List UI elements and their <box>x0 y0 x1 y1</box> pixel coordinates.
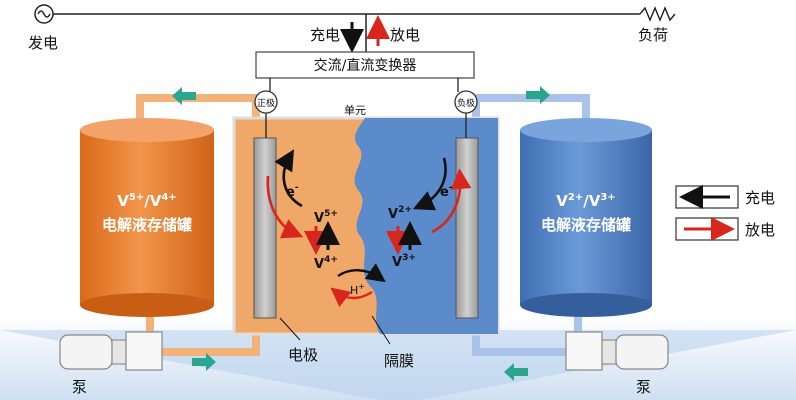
right-electron-label: e- <box>440 183 453 200</box>
right-electron-black-arrow <box>412 157 447 211</box>
positive-pole-gauge <box>254 90 278 114</box>
v3-label: V3+ <box>392 253 416 270</box>
right-pump <box>565 331 669 371</box>
converter-box <box>255 51 475 79</box>
negative-pole-gauge <box>454 90 478 114</box>
converter-label: 交流/直流变换器 <box>314 57 417 74</box>
left-electron-label: e- <box>286 183 299 200</box>
membrane-label: 隔膜 <box>384 352 414 370</box>
flow-arrow-bottom-left <box>192 353 216 371</box>
legend-discharge-label: 放电 <box>745 221 775 239</box>
legend-charge-label: 充电 <box>745 189 775 207</box>
left-pump <box>59 331 163 371</box>
right-electrode <box>455 137 479 319</box>
left-top-pipe <box>136 94 260 128</box>
left-electrode <box>253 137 277 319</box>
generator-label: 发电 <box>28 34 58 52</box>
left-electron-red-arrow <box>266 175 304 239</box>
legend <box>675 185 739 241</box>
v4-label: V4+ <box>314 255 338 272</box>
generator-wave <box>37 10 51 18</box>
proton-label: H+ <box>350 282 365 297</box>
right-storage-tank <box>520 118 652 317</box>
negative-pole-label: 负极 <box>457 97 475 109</box>
flow-arrow-bottom-right <box>504 363 528 381</box>
left-tank-label: 电解液存储罐 <box>102 216 192 234</box>
right-bottom-pipe <box>472 305 582 356</box>
proton-black-arrow <box>337 263 386 283</box>
right-electron-red-arrow <box>431 168 472 234</box>
flow-arrow-top-left <box>172 87 196 105</box>
membrane-callout-line <box>371 315 391 345</box>
right-pump-label: 泵 <box>636 378 651 396</box>
discharge-label: 放电 <box>390 26 420 44</box>
flow-arrow-top-right <box>526 86 550 104</box>
electrode-label: 电极 <box>288 346 318 364</box>
left-tank-ions: V5+/V4+ <box>117 192 176 210</box>
left-electron-black-arrow <box>274 149 303 208</box>
right-tank-ions: V2+/V3+ <box>556 192 615 210</box>
load-resistor-icon <box>639 6 676 22</box>
electrode-callout-line <box>279 317 301 341</box>
cell-label: 单元 <box>344 104 366 117</box>
left-storage-tank <box>80 118 214 317</box>
positive-pole-label: 正极 <box>257 97 275 109</box>
right-tank-label: 电解液存储罐 <box>541 216 631 234</box>
left-bottom-pipe <box>146 305 260 356</box>
v5-label: V5+ <box>314 209 338 226</box>
charge-label: 充电 <box>310 26 340 44</box>
proton-red-arrow <box>330 287 373 307</box>
load-label: 负荷 <box>638 26 668 44</box>
left-pump-label: 泵 <box>72 378 87 396</box>
v2-label: V2+ <box>388 205 412 222</box>
